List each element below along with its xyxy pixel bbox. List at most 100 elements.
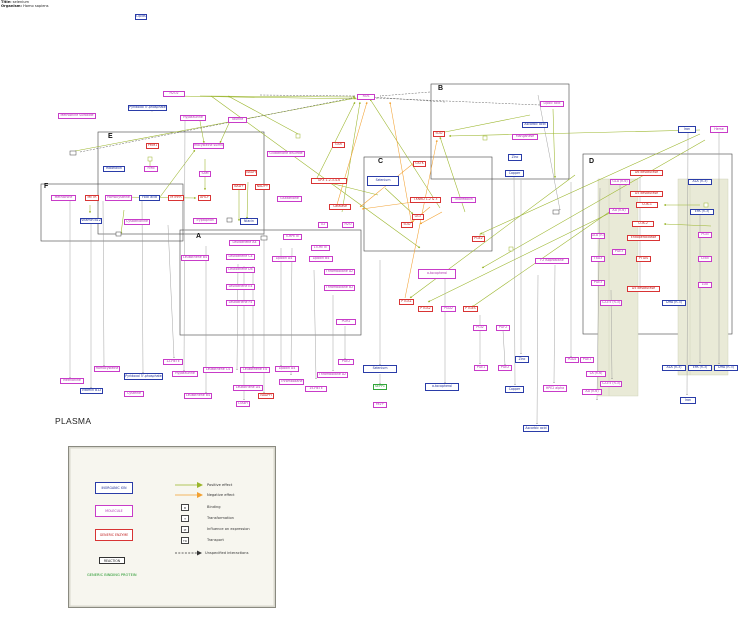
node-pmm1[interactable]: PMM1 [146, 143, 159, 149]
node-homocysteine-sulfinate[interactable]: Homocysteine sulfinate [193, 143, 224, 149]
node-pgd2[interactable]: PGD2 [441, 306, 456, 312]
node-leukotriene-b4-out[interactable]: Leukotriene B4 [184, 393, 212, 399]
node-d4-desat[interactable]: D5 desaturase [627, 286, 660, 292]
node-nad[interactable]: NAD+ [232, 184, 246, 190]
node-hypotaurine-out[interactable]: Hypotaurine [172, 371, 198, 377]
node-epa-out[interactable]: EPA (n-3) [688, 365, 712, 371]
node-heme[interactable]: Heme [710, 126, 728, 133]
node-thromboxane-b2[interactable]: Thromboxane B2 [324, 285, 355, 291]
node-homocysteine[interactable]: Homocysteine [105, 195, 132, 201]
node-c22-out[interactable]: C22:5 (n-3) [600, 381, 622, 387]
node-gpx-small[interactable]: PGE2 [472, 236, 485, 242]
node-ros[interactable]: ROS [357, 94, 375, 100]
node-pge3[interactable]: PGE3 [612, 249, 626, 255]
node-ptges[interactable]: PTGES [463, 306, 478, 312]
node-pge2-plasma[interactable]: PGE2 [338, 359, 354, 365]
node-vit-b12-out[interactable]: Vitamin B12 [80, 388, 103, 394]
node-iron-out[interactable]: Iron [680, 397, 696, 404]
node-dgla[interactable]: DGLA (n-6) [591, 233, 605, 239]
node-pgi3[interactable]: PGI3 [698, 232, 712, 238]
node-metr[interactable]: METR [85, 195, 99, 201]
node-riboflavin[interactable]: Riboflavin [103, 166, 125, 172]
node-lox[interactable]: LOX [698, 282, 712, 288]
node-leukotriene-f4[interactable]: Leukotriene F4 [226, 300, 255, 306]
node-gsr[interactable]: GSR [332, 142, 345, 148]
node-hete-12[interactable]: 12-HETE [163, 359, 183, 365]
node-nadph-out[interactable]: NADPH [258, 393, 274, 399]
node-la-out[interactable]: LA (n-6) [586, 371, 606, 377]
node-manganese[interactable]: Manganese [512, 134, 538, 140]
node-alpha-tocopherol[interactable]: a-tocopherol [418, 269, 456, 279]
node-thromboxane-a2[interactable]: Thromboxane A2 [324, 269, 355, 275]
node-ascorbic-acid[interactable]: Ascorbic acid [522, 122, 548, 128]
node-gstk[interactable]: GSTK [413, 161, 426, 167]
node-glutathione[interactable]: Glutathione [277, 196, 302, 202]
node-lipoxin-a4-out[interactable]: Lipoxin A4 [275, 366, 299, 372]
node-ggt[interactable]: GGT [412, 214, 424, 220]
node-hete-15[interactable]: 15-HETE [311, 245, 330, 251]
node-taurine[interactable]: Taurine [228, 117, 247, 123]
node-cysteine-out[interactable]: Cysteine [124, 391, 144, 397]
node-homocysteine-out[interactable]: Homocysteine [94, 366, 120, 372]
node-pyridoxal[interactable]: Pyridoxal 5'-phosphate [128, 105, 167, 111]
node-ptgs1[interactable]: PTGS1 [399, 299, 414, 305]
node-h2o[interactable]: H2O [342, 222, 354, 228]
node-epa[interactable]: EPA (n-3) [690, 209, 714, 215]
node-hete-15-out[interactable]: 15-HETE [305, 386, 327, 392]
node-lipoxin-a4[interactable]: Lipoxin A4 [272, 256, 296, 262]
node-zinc-out[interactable]: Zinc [515, 356, 529, 363]
node-fmn[interactable]: FMN [144, 166, 158, 172]
node-pgi2[interactable]: PGI2 [473, 325, 487, 331]
node-selenium-c[interactable]: Selenium [367, 176, 399, 186]
node-sod-b[interactable]: SOD [433, 131, 445, 137]
node-o2[interactable]: O2 [318, 222, 328, 228]
node-pgh2[interactable]: PGH2 [336, 319, 356, 325]
node-d5-desat[interactable]: D5 desaturase [630, 191, 663, 197]
node-ptgs2[interactable]: PTGS2 [418, 306, 433, 312]
node-h2o2[interactable]: H2O2 [163, 91, 185, 97]
node-d6-desat[interactable]: D6 desaturase [630, 170, 663, 176]
node-sepp1[interactable]: SEPP1 [373, 384, 387, 390]
node-lipids[interactable]: Lipids [135, 14, 147, 20]
node-mthfr[interactable]: MTHFR [168, 195, 184, 201]
node-ala[interactable]: ALA (n-3) [688, 179, 712, 185]
node-txnrd[interactable]: TXNRD 1-2 & 3 [410, 197, 441, 203]
node-endoperoxidase[interactable]: Endoperoxidase [627, 235, 660, 241]
node-leukotriene-a4[interactable]: Leukotriene A4 [229, 240, 260, 246]
node-lta4h[interactable]: LTA4H [236, 401, 250, 407]
node-pgh[interactable]: PGE3 [591, 280, 605, 286]
node-leukotriene-d4[interactable]: Leukotriene D4 [226, 267, 255, 273]
node-alpha-tocopherol-out[interactable]: a-tocopherol [425, 383, 459, 391]
node-leukotriene-d4-out[interactable]: Leukotriene D4 [233, 385, 263, 391]
node-pge1[interactable]: PGE1 [474, 365, 488, 371]
node-nadh[interactable]: NADH [245, 170, 257, 176]
node-cox2[interactable]: COX-2 [632, 221, 654, 227]
node-copper[interactable]: Copper [505, 170, 524, 177]
node-cox[interactable]: COX-1 [636, 202, 658, 208]
node-pge2-out[interactable]: PGE2 [498, 365, 512, 371]
node-methionine-out[interactable]: Methionine [60, 378, 84, 384]
node-ahcy[interactable]: AHCY [198, 195, 211, 201]
node-lipoic-acid-top[interactable]: Lipoic acid [540, 101, 564, 107]
node-lipoxin-b4[interactable]: Lipoxin B4 [309, 256, 333, 262]
node-selenium-out[interactable]: Selenium [363, 365, 397, 373]
node-f2-isoprostane[interactable]: F2 isoprostane [535, 258, 569, 264]
node-h-pge2-out[interactable]: HPE2 alpha [543, 385, 567, 392]
node-leukotriene-c4[interactable]: Leukotriene C4 [226, 254, 255, 260]
node-vitamin-b12[interactable]: Vitamin B12 [80, 218, 102, 224]
node-sam[interactable]: SAM [199, 171, 211, 177]
node-thioredoxin[interactable]: Thioredoxin [451, 197, 476, 203]
node-leukotriene-b4[interactable]: Leukotriene B4 [181, 255, 209, 261]
node-ltb5[interactable]: LTB5 [698, 256, 712, 262]
node-ascorbic-out[interactable]: Ascorbic acid [523, 425, 549, 432]
node-gla[interactable]: GLA (n-6) [610, 179, 630, 185]
node-catalase[interactable]: Catalase [329, 204, 351, 210]
node-sod-c[interactable]: SOD [401, 222, 413, 228]
node-leukotriene-e4-out[interactable]: Leukotriene E4 [240, 367, 270, 373]
node-c22[interactable]: C22:5 (n-3) [600, 300, 622, 306]
node-cystathionine[interactable]: Cystathionine [124, 219, 150, 225]
node-tryptophan[interactable]: Tryptophan [193, 218, 217, 224]
node-ptgis[interactable]: PTGIS [636, 256, 651, 262]
node-thromboxane[interactable]: Thromboxane [279, 379, 304, 385]
node-methionine[interactable]: Methionine [51, 195, 76, 201]
